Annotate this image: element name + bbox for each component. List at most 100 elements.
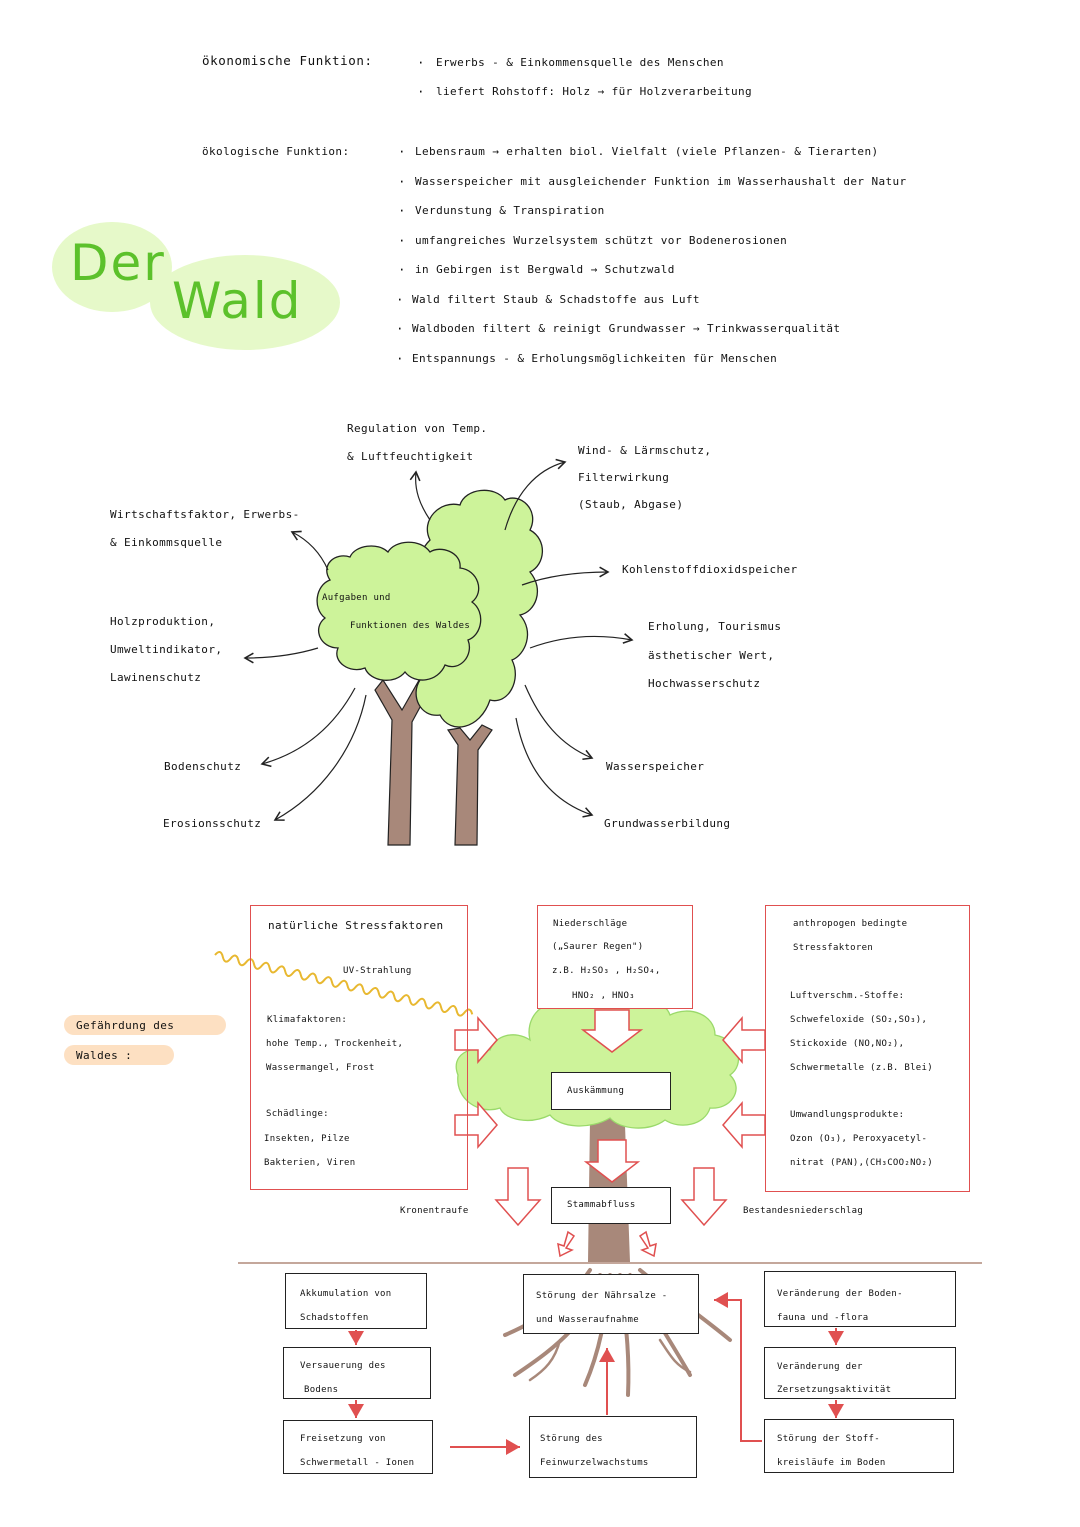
freisetzung-label: Schwermetall - Ionen (300, 1458, 415, 1468)
erosion-label: Erosionsschutz (163, 817, 262, 830)
luft-title: Luftverschm.-Stoffe: (790, 991, 905, 1001)
title-der: Der (70, 234, 166, 292)
wind-label: Filterwirkung (578, 471, 670, 484)
veraend-zers-label: Zersetzungsaktivität (777, 1385, 892, 1395)
oekologisch-label: ökologische Funktion: (202, 145, 350, 158)
tree-trunk-right (446, 724, 493, 846)
gefaehrdung-highlight-2 (64, 1045, 174, 1065)
niederschlag-line: („Saurer Regen") (552, 942, 644, 952)
holz-label: Holzproduktion, (110, 615, 216, 628)
oekologisch-item: Wald filtert Staub & Schadstoffe aus Luf… (412, 292, 700, 306)
schaed-item: Insekten, Pilze (264, 1134, 350, 1144)
arrow-co2 (521, 566, 610, 586)
arrow-bodenschutz (260, 687, 356, 768)
erholung-label: ästhetischer Wert, (648, 649, 775, 662)
veraend-fauna-label: fauna und -flora (777, 1313, 869, 1323)
natuerlich-box (250, 905, 468, 1190)
bullet: · (398, 232, 407, 248)
oekologisch-item: Wasserspeicher mit ausgleichender Funkti… (415, 174, 907, 188)
stoerung-naehr-box: Störung der Nährsalze - und Wasseraufnah… (523, 1274, 699, 1334)
oekonomisch-item: liefert Rohstoff: Holz → für Holzverarbe… (436, 85, 753, 98)
regulation-label: & Luftfeuchtigkeit (347, 450, 474, 463)
bullet: · (417, 55, 426, 70)
niederschlag-line: z.B. H₂SO₃ , H₂SO₄, (552, 966, 661, 976)
kronentraufe-label: Kronentraufe (400, 1206, 469, 1216)
arrow-holz (243, 647, 319, 664)
wasserspeicher-label: Wasserspeicher (606, 760, 705, 773)
oekologisch-item: umfangreiches Wurzelsystem schützt vor B… (415, 233, 788, 247)
bullet: · (398, 173, 407, 189)
luft-item: Stickoxide (NO,NO₂), (790, 1039, 905, 1049)
co2-label: Kohlenstoffdioxidspeicher (622, 563, 798, 576)
versauerung-label: Versauerung des (300, 1361, 386, 1371)
title-glow-2 (150, 255, 340, 350)
veraend-fauna-box: Veränderung der Boden- fauna und -flora (764, 1271, 956, 1327)
stammabfluss-label: Stammabfluss (567, 1200, 636, 1210)
arrow-grundwasser (515, 717, 594, 818)
tree-trunk-left (374, 674, 433, 846)
wirtschaft-label: & Einkommsquelle (110, 536, 223, 549)
oekonomisch-item: Erwerbs - & Einkommensquelle des Mensche… (436, 56, 724, 69)
gefaehrdung-label: Waldes : (76, 1049, 133, 1062)
arrow-wasserspeicher (524, 684, 594, 761)
oekologisch-item: in Gebirgen ist Bergwald → Schutzwald (415, 263, 675, 276)
stoerung-fein-label: Feinwurzelwachstums (540, 1458, 649, 1468)
freisetzung-box: Freisetzung von Schwermetall - Ionen (283, 1420, 433, 1474)
uv-wave (214, 951, 474, 1017)
klima-item: Wassermangel, Frost (266, 1063, 375, 1073)
akkumulation-box: Akkumulation von Schadstoffen (285, 1273, 427, 1329)
title-wald: Wald (172, 272, 303, 330)
oekonomisch-label: ökonomische Funktion: (202, 53, 373, 68)
tree-crown-left (316, 541, 482, 681)
niederschlag-line: Niederschläge (553, 919, 628, 929)
bestand-label: Bestandesniederschlag (743, 1206, 864, 1216)
umw-item: Ozon (O₃), Peroxyacetyl- (790, 1134, 928, 1144)
versauerung-box: Versauerung des Bodens (283, 1347, 431, 1399)
tree-center-label: Funktionen des Waldes (350, 621, 471, 631)
arrow-erholung (529, 633, 634, 649)
regulation-label: Regulation von Temp. (347, 422, 488, 435)
umw-item: nitrat (PAN),(CH₃COO₂NO₂) (790, 1158, 933, 1168)
klima-item: hohe Temp., Trockenheit, (266, 1039, 404, 1049)
luft-item: Schwefeloxide (SO₂,SO₃), (790, 1015, 928, 1025)
anthropogen-title: anthropogen bedingte (793, 919, 908, 929)
schaed-item: Bakterien, Viren (264, 1158, 356, 1168)
freisetzung-label: Freisetzung von (300, 1434, 386, 1444)
bodenschutz-label: Bodenschutz (164, 760, 242, 773)
stoerung-fein-box: Störung des Feinwurzelwachstums (529, 1416, 697, 1478)
grundwasser-label: Grundwasserbildung (604, 817, 731, 830)
luft-item: Schwermetalle (z.B. Blei) (790, 1063, 933, 1073)
niederschlag-line: HNO₂ , HNO₃ (572, 991, 635, 1001)
gefaehrdung-highlight-1 (64, 1015, 226, 1035)
bullet: · (398, 203, 407, 218)
wirtschaft-label: Wirtschaftsfaktor, Erwerbs- (110, 508, 300, 521)
umw-title: Umwandlungsprodukte: (790, 1110, 905, 1120)
oekologisch-item: Waldboden filtert & reinigt Grundwasser … (412, 322, 841, 335)
bullet: · (396, 350, 405, 366)
bullet: · (417, 84, 426, 99)
akkumulation-label: Akkumulation von (300, 1289, 392, 1299)
arrow-erosion (273, 694, 367, 821)
wind-label: (Staub, Abgase) (578, 498, 684, 511)
auskaemmung-box: Auskämmung (551, 1072, 671, 1110)
stoerung-stoff-label: Störung der Stoff- (777, 1434, 880, 1444)
gefaehrdung-label: Gefährdung des (76, 1019, 175, 1032)
bullet: · (396, 321, 405, 336)
oekologisch-item: Verdunstung & Transpiration (415, 204, 605, 217)
niederschlag-box (537, 905, 693, 1009)
schaed-title: Schädlinge: (266, 1109, 329, 1119)
veraend-zers-box: Veränderung der Zersetzungsaktivität (764, 1347, 956, 1399)
stoerung-naehr-label: Störung der Nährsalze - (536, 1291, 668, 1301)
tree-center-label: Aufgaben und (322, 593, 391, 603)
veraend-zers-label: Veränderung der (777, 1362, 863, 1372)
stoerung-stoff-box: Störung der Stoff- kreisläufe im Boden (764, 1419, 954, 1473)
stoerung-stoff-label: kreisläufe im Boden (777, 1458, 886, 1468)
bullet: · (396, 291, 405, 307)
erholung-label: Erholung, Tourismus (648, 620, 782, 633)
oekologisch-item: Entspannungs - & Erholungsmöglichkeiten … (412, 351, 778, 365)
natuerlich-title: natürliche Stressfaktoren (268, 919, 444, 932)
akkumulation-label: Schadstoffen (300, 1313, 369, 1323)
auskaemmung-label: Auskämmung (567, 1086, 625, 1096)
bullet: · (398, 144, 407, 159)
oekologisch-item: Lebensraum → erhalten biol. Vielfalt (vi… (415, 145, 879, 158)
